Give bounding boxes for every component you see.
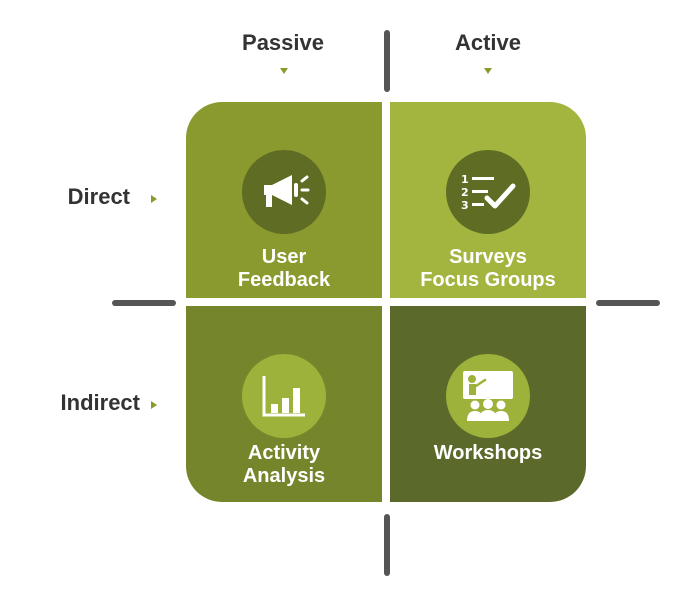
quadrant-label-surveys-focus-groups: Surveys Focus Groups: [390, 246, 586, 292]
checklist-icon-circle: 1 2 3: [446, 150, 530, 234]
axis-top: [384, 30, 390, 92]
quadrant-label-line: Focus Groups: [420, 269, 556, 291]
row-indirect-arrow-icon: [151, 401, 157, 409]
quadrant-label-line: User: [261, 246, 307, 268]
presentation-icon: [463, 371, 513, 421]
quadrant-label-line: Surveys: [449, 246, 527, 268]
quadrant-label-line: Analysis: [242, 465, 326, 487]
column-passive-arrow-icon: [280, 68, 288, 74]
checklist-icon: 1 2 3: [461, 173, 516, 212]
quadrant-label-line: Feedback: [237, 269, 331, 291]
row-label-direct: Direct: [67, 184, 130, 209]
column-label-passive: Passive: [242, 30, 324, 55]
row-direct-arrow-icon: [151, 195, 157, 203]
quadrant-activity-analysis: Activity Analysis: [186, 306, 382, 502]
svg-text:2: 2: [461, 186, 469, 199]
axis-left: [112, 300, 176, 306]
bar-chart-icon-circle: [242, 354, 326, 438]
megaphone-icon: [264, 175, 310, 207]
bar-chart-icon: [262, 376, 305, 417]
quadrant-user-feedback: User Feedback: [186, 102, 382, 298]
quadrant-label-workshops: Workshops: [390, 442, 586, 465]
axis-bottom: [384, 514, 390, 576]
quadrant-label-user-feedback: User Feedback: [186, 246, 382, 292]
megaphone-icon-circle: [242, 150, 326, 234]
presentation-icon-circle: [446, 354, 530, 438]
svg-text:1: 1: [461, 173, 469, 186]
quadrant-label-line: Workshops: [433, 442, 543, 464]
axis-right: [596, 300, 660, 306]
svg-text:3: 3: [461, 199, 469, 212]
row-label-indirect: Indirect: [60, 390, 140, 415]
quadrant-workshops: Workshops: [390, 306, 586, 502]
column-label-active: Active: [454, 30, 522, 55]
column-active-arrow-icon: [484, 68, 492, 74]
quadrant-label-line: Activity: [247, 442, 321, 464]
quadrant-surveys-focus-groups: 1 2 3 Surveys Focus Groups: [390, 102, 586, 298]
quadrant-label-activity-analysis: Activity Analysis: [186, 442, 382, 488]
